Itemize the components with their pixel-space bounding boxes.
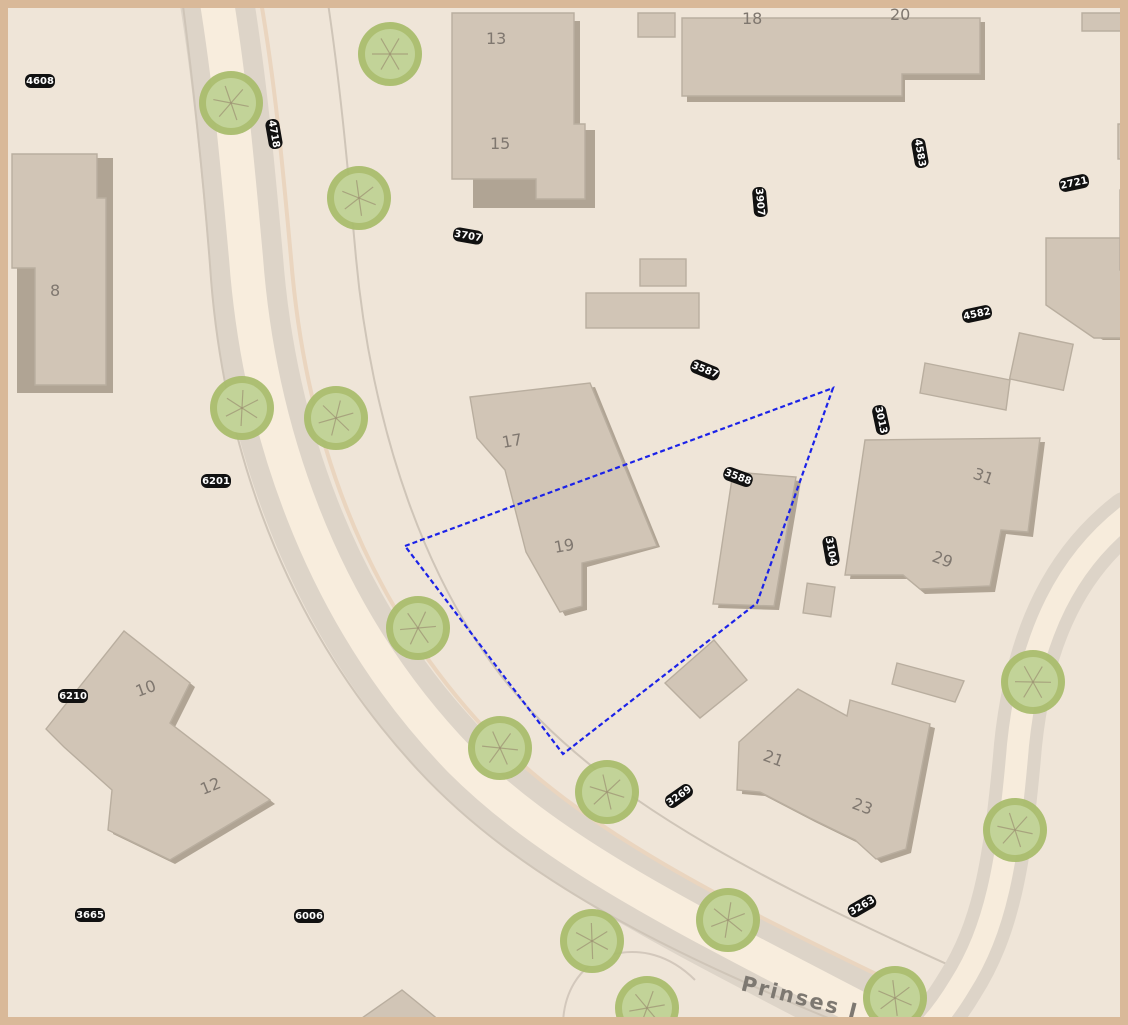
parcel-id-label: 4718: [265, 118, 283, 150]
parcel-id-label: 3013: [872, 404, 890, 436]
house-number-label: 19: [552, 535, 575, 557]
tree-icon: [615, 976, 679, 1025]
house-number-label: 13: [486, 29, 506, 48]
tree-icon: [575, 760, 639, 824]
parcel-id-label: 2721: [1058, 174, 1090, 192]
trees: [199, 22, 1065, 1025]
road-right-edge: [326, 0, 961, 971]
svg-text:3665: 3665: [76, 910, 104, 921]
parcel-id-label: 6006: [294, 909, 324, 923]
house-number-label: 15: [490, 134, 510, 153]
tree-icon: [1001, 650, 1065, 714]
road-left-edge: [181, 0, 848, 1025]
parcel-id-label: 3707: [452, 227, 484, 245]
parcel-id-label: 3665: [75, 908, 105, 922]
parcel-id-label: 4608: [25, 74, 55, 88]
svg-text:4583: 4583: [912, 138, 928, 167]
tree-icon: [386, 596, 450, 660]
svg-text:3104: 3104: [823, 536, 839, 565]
building-10-12: [45, 630, 272, 861]
svg-text:6210: 6210: [59, 691, 87, 702]
road-center-band: [199, 0, 924, 1025]
building-17-19: [469, 382, 658, 613]
svg-text:4718: 4718: [266, 119, 282, 148]
building-shed-2: [585, 292, 700, 329]
svg-text:4608: 4608: [26, 76, 54, 87]
tree-icon: [468, 716, 532, 780]
tree-icon: [304, 386, 368, 450]
parcel-id-label: 6210: [58, 689, 88, 703]
parcel-id-label: 3907: [752, 186, 768, 218]
building-right-edge: [1045, 237, 1128, 339]
road-divider-line: [258, 0, 932, 1002]
building-bottom: [350, 989, 447, 1025]
tree-icon: [358, 22, 422, 86]
house-number-label: 8: [50, 281, 60, 300]
building-shed-3: [1008, 332, 1075, 392]
buildings: [11, 12, 1128, 1025]
svg-text:3907: 3907: [753, 188, 766, 217]
house-number-label: 17: [500, 430, 523, 452]
parcel-id-label: 6201: [201, 474, 231, 488]
tree-icon: [560, 909, 624, 973]
tree-icon: [327, 166, 391, 230]
building-shed-1: [639, 258, 687, 287]
tree-icon: [199, 71, 263, 135]
tree-icon: [983, 798, 1047, 862]
selection-polygon[interactable]: [403, 386, 835, 756]
building-21-23: [736, 688, 931, 860]
tree-icon: [696, 888, 760, 952]
tree-icon: [210, 376, 274, 440]
svg-text:6201: 6201: [202, 476, 230, 487]
building-annex: [663, 638, 748, 719]
parcel-id-label: 3104: [822, 535, 840, 567]
svg-text:6006: 6006: [295, 911, 323, 922]
building-8: [11, 153, 107, 386]
building-shed-4: [919, 362, 1011, 411]
building-garage: [712, 471, 797, 607]
building-29-31: [844, 437, 1041, 590]
building-small-top: [637, 12, 676, 38]
building-18-20: [681, 17, 981, 97]
parcel-id-label: 4583: [911, 137, 929, 169]
building-shed-5: [891, 662, 965, 703]
tree-icon: [863, 966, 927, 1025]
building-top-right: [1081, 12, 1128, 32]
building-box: [802, 582, 836, 618]
house-number-label: 20: [890, 5, 910, 24]
building-13-15: [451, 12, 586, 200]
house-number-label: 18: [742, 9, 762, 28]
svg-text:3707: 3707: [453, 229, 482, 245]
parcel-id-label: 4582: [961, 305, 993, 323]
